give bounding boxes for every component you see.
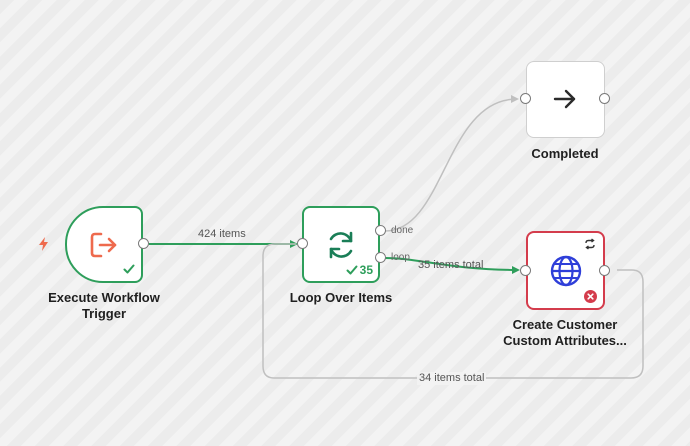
node-loop-over-items[interactable]: 35 [302,206,380,283]
retry-icon [585,238,595,250]
loop-icon-wrap [304,208,378,281]
node-create-customer-custom-attributes[interactable] [526,231,605,310]
lightning-bolt-icon [39,237,48,251]
http-icon-wrap [528,233,603,308]
edge-label-http-to-loop: 34 items total [417,372,487,385]
completed-output-port[interactable] [599,93,610,104]
edge-label-trigger-to-loop: 424 items [198,228,246,240]
loop-title: Loop Over Items [289,290,393,305]
edge-label-loop-to-http: 35 items total [418,259,484,271]
completed-icon-wrap [527,62,603,136]
loop-loop-output-port[interactable] [375,252,386,263]
loop-done-label: done [391,225,414,236]
http-output-port[interactable] [599,265,610,276]
trigger-side-icon [36,236,52,252]
node-completed[interactable] [526,61,605,138]
trigger-title-line2: Trigger [81,306,127,321]
trigger-output-port[interactable] [138,238,149,249]
http-title-line1: Create Customer [512,317,618,332]
loop-done-output-port[interactable] [375,225,386,236]
arrow-right-icon [553,89,576,109]
http-input-port[interactable] [520,265,531,276]
loop-run-count-badge: 35 [346,263,373,277]
node-execute-workflow-trigger[interactable] [65,206,143,283]
refresh-icon [329,231,353,258]
globe-icon [550,255,581,286]
loop-loop-label: loop [391,252,410,263]
trigger-icon-wrap [67,208,141,281]
success-check-icon [346,265,358,275]
trigger-title: Execute Workflow Trigger [34,290,174,322]
loop-input-port[interactable] [297,238,308,249]
loop-run-count: 35 [359,263,373,277]
sign-out-arrow-icon [90,232,117,257]
trigger-title-line1: Execute Workflow [48,290,160,305]
completed-input-port[interactable] [520,93,531,104]
connection-done-to-completed[interactable] [384,95,519,232]
http-title-line2: Custom Attributes... [503,333,627,348]
success-check-icon [123,264,135,274]
http-title: Create Customer Custom Attributes... [485,317,645,349]
connection-loop-to-http[interactable] [384,257,520,274]
error-x-icon [584,290,597,303]
completed-title: Completed [531,146,599,161]
